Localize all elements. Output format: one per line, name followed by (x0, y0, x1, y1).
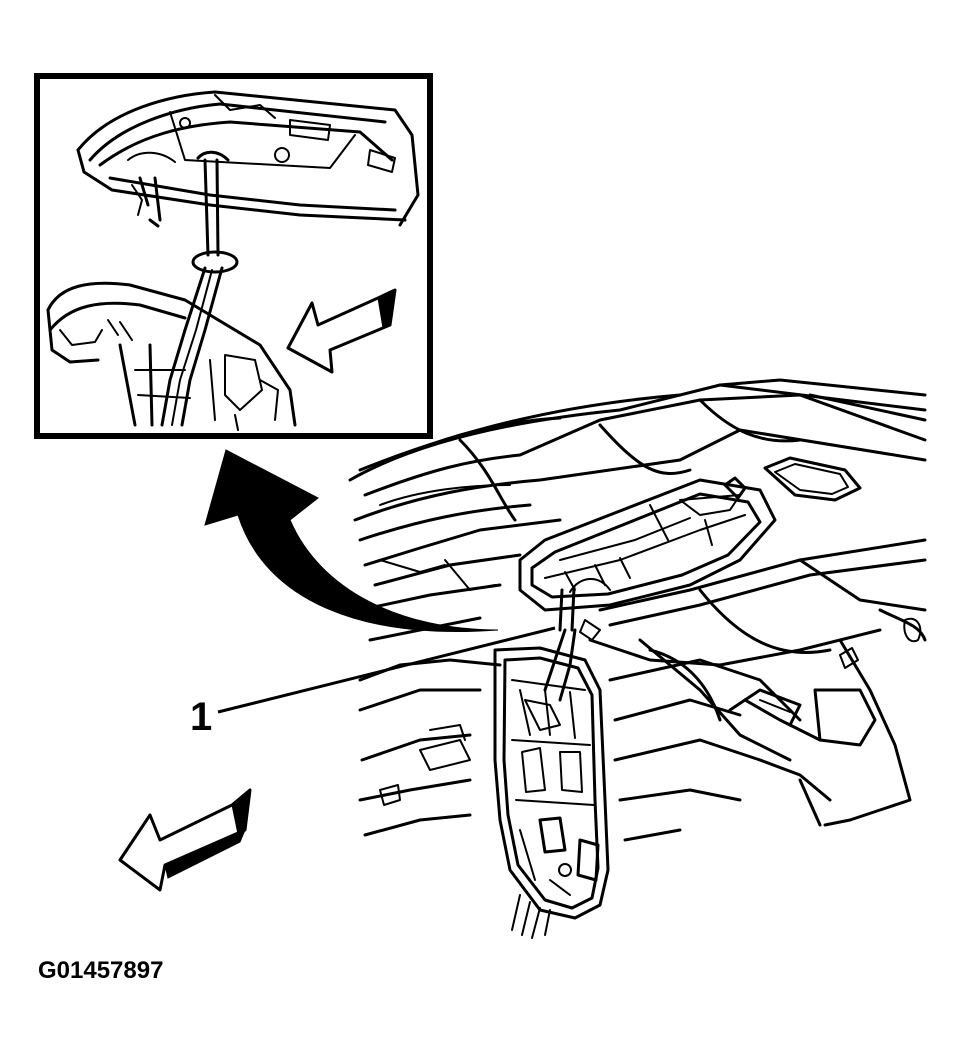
zoom-arrow (204, 449, 499, 633)
callout-leader-line (217, 626, 556, 714)
callout-label: 1 (190, 695, 212, 739)
figure-id: G01457897 (38, 957, 163, 984)
inset-direction-arrow (286, 288, 397, 374)
vehicle-roof-view (348, 378, 927, 939)
front-direction-arrow (118, 788, 252, 892)
inset-detail-view (34, 73, 433, 439)
